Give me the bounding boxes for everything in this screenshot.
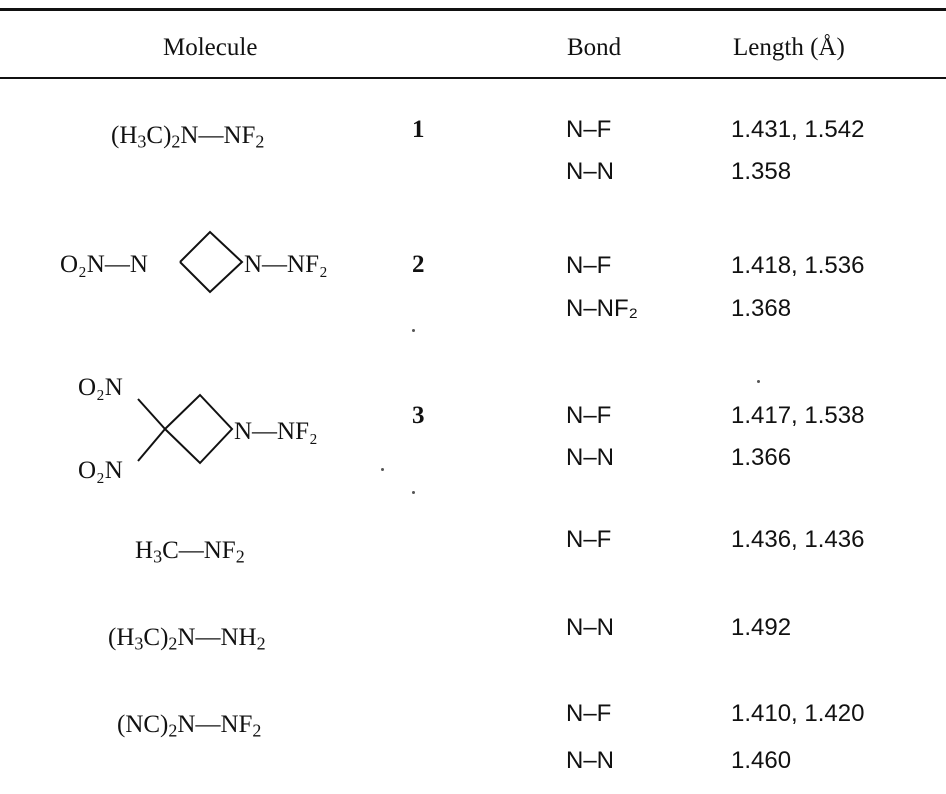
length-6b: 1.460 bbox=[731, 747, 792, 774]
molecule-1: (H3C)2N—NF2 bbox=[111, 122, 265, 152]
bond-4a: N–F bbox=[566, 526, 612, 553]
bond-3a: N–F bbox=[566, 402, 612, 429]
scan-speck bbox=[757, 380, 760, 383]
bond-5a: N–N bbox=[566, 614, 615, 641]
length-2a: 1.418, 1.536 bbox=[731, 252, 865, 279]
molecule-6: (NC)2N—NF2 bbox=[117, 711, 262, 741]
length-3b: 1.366 bbox=[731, 444, 792, 471]
bond-1b: N–N bbox=[566, 158, 615, 185]
molecule-4: H3C—NF2 bbox=[135, 537, 245, 567]
molecule-3-top-group: O₂N bbox=[78, 374, 123, 401]
scan-speck bbox=[412, 491, 415, 494]
bond-6b: N–N bbox=[566, 747, 615, 774]
molecule-2-left-group: O₂N—N bbox=[60, 251, 148, 278]
scan-speck bbox=[412, 329, 415, 332]
compound-number-3: 3 bbox=[412, 402, 425, 429]
bond-1a: N–F bbox=[566, 116, 612, 143]
molecule-2-structure: O₂N—N N—NF₂ bbox=[60, 230, 328, 294]
length-5a: 1.492 bbox=[731, 614, 792, 641]
molecule-5: (H3C)2N—NH2 bbox=[108, 624, 266, 654]
scan-speck bbox=[381, 468, 384, 471]
length-1b: 1.358 bbox=[731, 158, 792, 185]
header-molecule: Molecule bbox=[163, 34, 258, 61]
compound-number-2: 2 bbox=[412, 251, 425, 278]
length-6a: 1.410, 1.420 bbox=[731, 700, 865, 727]
bond-3b: N–N bbox=[566, 444, 615, 471]
bond-2b: N–NF₂ bbox=[566, 295, 638, 322]
length-1a: 1.431, 1.542 bbox=[731, 116, 865, 143]
header-rule bbox=[0, 77, 946, 79]
header-bond: Bond bbox=[567, 34, 622, 61]
bond-2a: N–F bbox=[566, 252, 612, 279]
bond-6a: N–F bbox=[566, 700, 612, 727]
molecule-3-structure: O₂N O₂N N—NF₂ bbox=[78, 374, 318, 484]
length-2b: 1.368 bbox=[731, 295, 792, 322]
molecule-3-right-group: N—NF₂ bbox=[234, 418, 318, 445]
molecule-2-right-group: N—NF₂ bbox=[244, 251, 328, 278]
length-4a: 1.436, 1.436 bbox=[731, 526, 865, 553]
length-3a: 1.417, 1.538 bbox=[731, 402, 865, 429]
molecule-3-bottom-group: O₂N bbox=[78, 457, 123, 484]
header-length: Length (Å) bbox=[733, 34, 845, 61]
compound-number-1: 1 bbox=[412, 116, 425, 143]
top-rule bbox=[0, 8, 946, 11]
